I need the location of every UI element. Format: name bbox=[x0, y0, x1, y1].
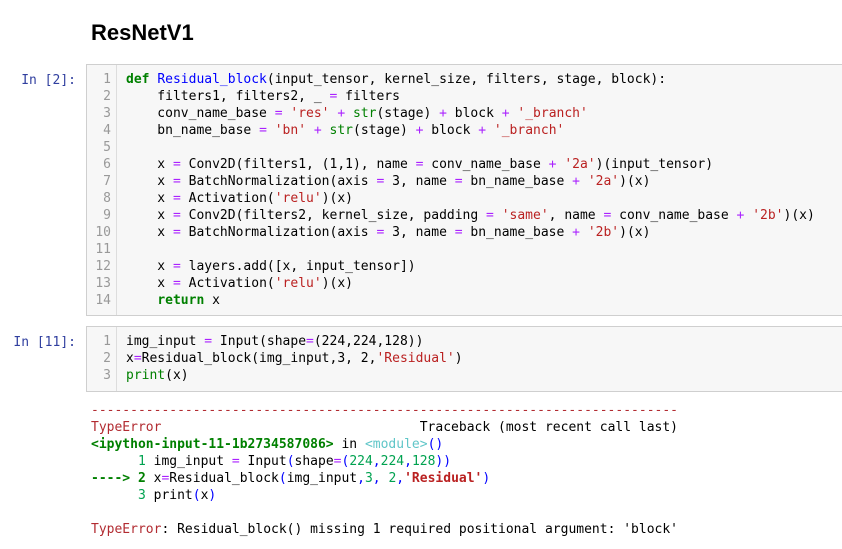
output-line bbox=[91, 504, 842, 521]
code-line: 1 img_input = Input(shape=(224,224,128)) bbox=[87, 333, 842, 350]
cell-prompt: In [11]: bbox=[13, 335, 76, 350]
code-text: bn_name_base = 'bn' + str(stage) + block… bbox=[126, 123, 565, 138]
code-text: x = Activation('relu')(x) bbox=[126, 276, 353, 291]
line-number: 8 bbox=[103, 191, 111, 206]
line-number-gutter bbox=[87, 327, 117, 391]
code-text: x = BatchNormalization(axis = 3, name = … bbox=[126, 174, 651, 189]
line-number-gutter bbox=[87, 65, 117, 315]
code-line: 2 x=Residual_block(img_input,3, 2,'Residu… bbox=[87, 350, 842, 367]
code-text: def Residual_block(input_tensor, kernel_… bbox=[126, 72, 667, 87]
output-line: 3 print(x) bbox=[91, 488, 217, 503]
output-line: <ipython-input-11-1b2734587086> in <modu… bbox=[91, 437, 444, 452]
line-number: 5 bbox=[103, 140, 111, 155]
code-line: 1 def Residual_block(input_tensor, kernel… bbox=[87, 71, 842, 88]
code-line: 4 bn_name_base = 'bn' + str(stage) + blo… bbox=[87, 122, 842, 139]
line-number: 14 bbox=[95, 293, 111, 308]
code-text: img_input = Input(shape=(224,224,128)) bbox=[126, 334, 424, 349]
line-number: 3 bbox=[103, 368, 111, 383]
line-number: 2 bbox=[103, 351, 111, 366]
line-number: 6 bbox=[103, 157, 111, 172]
output-line: 1 img_input = Input(shape=(224,224,128)) bbox=[91, 454, 452, 469]
code-editor[interactable]: 1 def Residual_block(input_tensor, kernel… bbox=[87, 71, 842, 309]
code-line: 5 bbox=[87, 139, 842, 156]
code-text: x = Conv2D(filters1, (1,1), name = conv_… bbox=[126, 157, 714, 172]
line-number: 9 bbox=[103, 208, 111, 223]
code-line: 12 x = layers.add([x, input_tensor]) bbox=[87, 258, 842, 275]
code-text: print(x) bbox=[126, 368, 189, 383]
code-text: x = layers.add([x, input_tensor]) bbox=[126, 259, 416, 274]
code-line: 3 conv_name_base = 'res' + str(stage) + … bbox=[87, 105, 842, 122]
line-number: 1 bbox=[103, 72, 111, 87]
line-number: 10 bbox=[95, 225, 111, 240]
code-text: filters1, filters2, _ = filters bbox=[126, 89, 400, 104]
output-line: ----------------------------------------… bbox=[91, 403, 678, 418]
output-line: TypeError Traceback (most recent call la… bbox=[91, 420, 679, 435]
code-line: 13 x = Activation('relu')(x) bbox=[87, 275, 842, 292]
code-line: 2 filters1, filters2, _ = filters bbox=[87, 88, 842, 105]
notebook-heading: ResNetV1 bbox=[91, 20, 194, 45]
code-line: 3 print(x) bbox=[87, 367, 842, 384]
code-cell[interactable]: 1 def Residual_block(input_tensor, kernel… bbox=[86, 64, 842, 316]
line-number: 11 bbox=[95, 242, 111, 257]
code-line: 8 x = Activation('relu')(x) bbox=[87, 190, 842, 207]
line-number: 13 bbox=[95, 276, 111, 291]
line-number: 4 bbox=[103, 123, 111, 138]
code-line: 11 bbox=[87, 241, 842, 258]
cell-output-traceback: ----------------------------------------… bbox=[91, 402, 842, 538]
code-line: 10 x = BatchNormalization(axis = 3, name… bbox=[87, 224, 842, 241]
line-number: 3 bbox=[103, 106, 111, 121]
cell-prompt: In [2]: bbox=[21, 73, 76, 88]
code-text: return x bbox=[157, 293, 220, 308]
code-text: x=Residual_block(img_input,3, 2,'Residua… bbox=[126, 351, 463, 366]
output-line: ----> 2 x=Residual_block(img_input,3, 2,… bbox=[91, 471, 491, 486]
code-line: 6 x = Conv2D(filters1, (1,1), name = con… bbox=[87, 156, 842, 173]
line-number: 7 bbox=[103, 174, 111, 189]
code-text: x = Conv2D(filters2, kernel_size, paddin… bbox=[126, 208, 815, 223]
code-line: 14 return x bbox=[87, 292, 842, 309]
code-line: 9 x = Conv2D(filters2, kernel_size, padd… bbox=[87, 207, 842, 224]
line-number: 1 bbox=[103, 334, 111, 349]
code-text: x = BatchNormalization(axis = 3, name = … bbox=[126, 225, 651, 240]
code-text: x = Activation('relu')(x) bbox=[126, 191, 353, 206]
code-line: 7 x = BatchNormalization(axis = 3, name … bbox=[87, 173, 842, 190]
code-text: conv_name_base = 'res' + str(stage) + bl… bbox=[126, 106, 588, 121]
line-number: 2 bbox=[103, 89, 111, 104]
line-number: 12 bbox=[95, 259, 111, 274]
output-line: TypeError: Residual_block() missing 1 re… bbox=[91, 522, 679, 537]
